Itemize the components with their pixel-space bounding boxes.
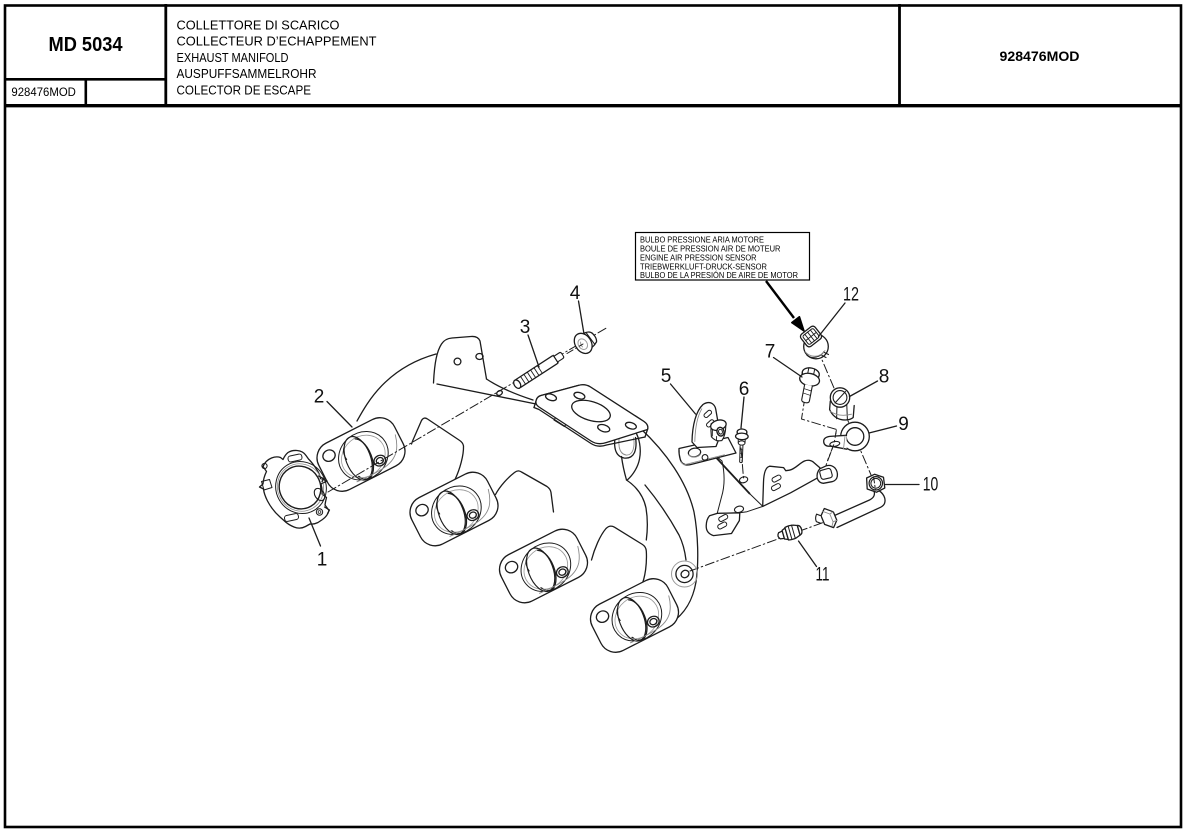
svg-text:TRIEBWERKLUFT-DRUCK-SENSOR: TRIEBWERKLUFT-DRUCK-SENSOR: [640, 262, 767, 271]
svg-text:928476MOD: 928476MOD: [11, 86, 76, 99]
svg-text:9: 9: [898, 414, 909, 435]
svg-text:BULBO PRESSIONE ARIA MOTORE: BULBO PRESSIONE ARIA MOTORE: [640, 236, 764, 245]
svg-text:COLLETTORE DI SCARICO: COLLETTORE DI SCARICO: [177, 17, 340, 32]
svg-text:ENGINE AIR PRESSION SENSOR: ENGINE AIR PRESSION SENSOR: [640, 253, 757, 262]
svg-text:COLECTOR DE ESCAPE: COLECTOR DE ESCAPE: [177, 83, 312, 98]
svg-text:MD 5034: MD 5034: [49, 33, 124, 56]
svg-text:5: 5: [661, 366, 672, 387]
svg-text:3: 3: [520, 317, 531, 338]
svg-text:BULBO DE LA PRESIÓN DE AIRE DE: BULBO DE LA PRESIÓN DE AIRE DE MOTOR: [640, 271, 798, 280]
svg-text:6: 6: [739, 379, 750, 400]
svg-text:2: 2: [314, 387, 325, 408]
svg-text:AUSPUFFSAMMELROHR: AUSPUFFSAMMELROHR: [177, 66, 317, 81]
svg-text:12: 12: [843, 285, 859, 306]
svg-text:COLLECTEUR D’ECHAPPEMENT: COLLECTEUR D’ECHAPPEMENT: [177, 34, 377, 49]
svg-text:4: 4: [570, 283, 581, 304]
svg-text:11: 11: [816, 565, 830, 586]
svg-text:928476MOD: 928476MOD: [1000, 49, 1080, 64]
svg-text:8: 8: [879, 367, 890, 388]
svg-text:10: 10: [923, 475, 939, 496]
svg-text:BOULE DE PRESSION AIR DE MOTEU: BOULE DE PRESSION AIR DE MOTEUR: [640, 245, 781, 254]
svg-text:EXHAUST MANIFOLD: EXHAUST MANIFOLD: [177, 50, 289, 65]
svg-text:1: 1: [317, 550, 328, 571]
svg-text:7: 7: [765, 342, 776, 363]
